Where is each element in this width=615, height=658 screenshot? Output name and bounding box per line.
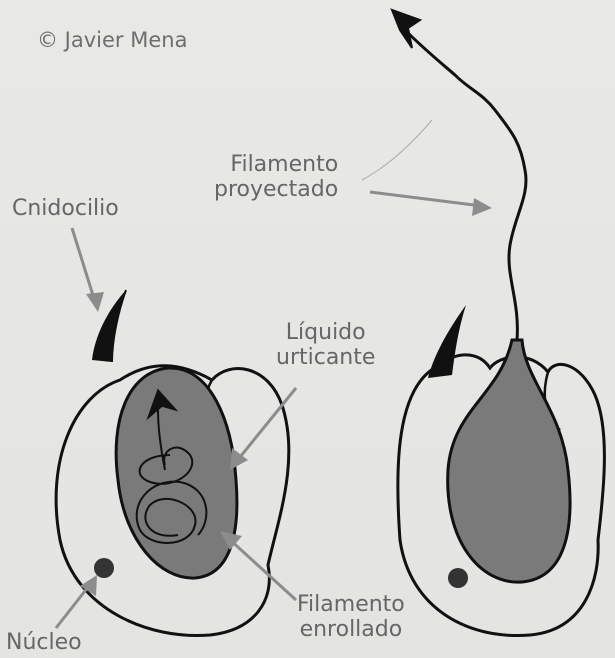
copyright-notice: © Javier Mena	[37, 28, 187, 53]
right-projected-filament	[405, 30, 526, 340]
label-cnidocilio: Cnidocilio	[12, 196, 119, 221]
label-filamento-proyectado-line1: Filamento	[214, 152, 338, 177]
label-filamento-enrollado: Filamento enrollado	[297, 592, 405, 642]
label-filamento-proyectado-line2: proyectado	[214, 177, 338, 202]
label-filamento-proyectado: Filamento proyectado	[214, 152, 338, 202]
right-cnidocyte	[392, 10, 604, 636]
left-capsule	[116, 368, 237, 578]
label-filamento-enrollado-line1: Filamento	[297, 592, 405, 617]
right-nucleus	[448, 568, 468, 588]
right-cnidocil	[428, 305, 466, 378]
label-liquido-line2: urticante	[276, 345, 375, 370]
arrow-cnidocilio-head	[86, 292, 104, 312]
stray-pencil-line	[362, 120, 432, 180]
label-nucleo: Núcleo	[6, 630, 82, 655]
arrow-filamento-proyectado	[370, 192, 482, 206]
label-liquido-line1: Líquido	[276, 320, 375, 345]
arrow-filamento-proyectado-head	[472, 198, 492, 216]
arrow-filamento-enrollado	[228, 538, 296, 600]
label-liquido-urticante: Líquido urticante	[276, 320, 375, 370]
right-capsule	[448, 340, 570, 582]
label-filamento-enrollado-line2: enrollado	[297, 617, 405, 642]
